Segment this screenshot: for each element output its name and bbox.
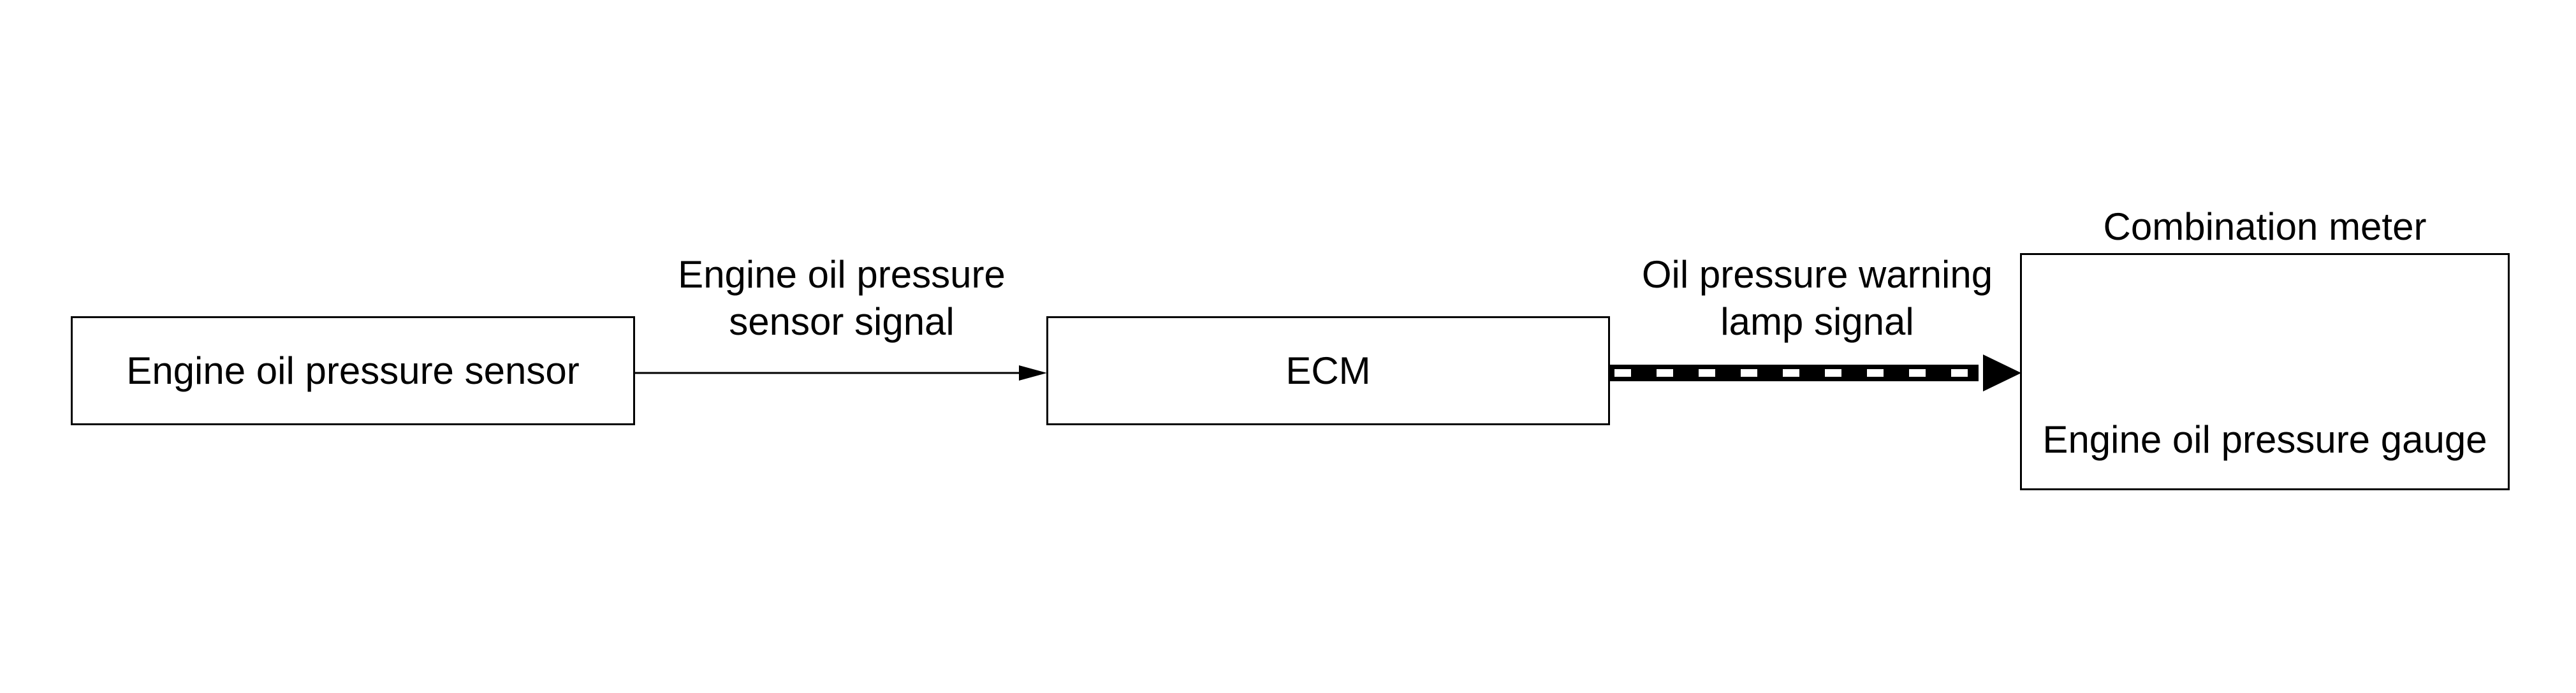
communication-line-dashes bbox=[1614, 369, 1968, 377]
combination-meter-title: Combination meter bbox=[2103, 205, 2427, 248]
warning-lamp-signal-label-line1: Oil pressure warning bbox=[1641, 253, 1993, 296]
communication-line-dash bbox=[1741, 369, 1757, 377]
sensor-signal-label-line2: sensor signal bbox=[729, 300, 955, 343]
sensor-signal-label: Engine oil pressure sensor signal bbox=[650, 251, 1033, 346]
warning-lamp-signal-label-line2: lamp signal bbox=[1720, 300, 1914, 343]
communication-line-dash bbox=[1783, 369, 1799, 377]
ecm-label: ECM bbox=[1285, 349, 1371, 392]
communication-line-dash bbox=[1909, 369, 1926, 377]
communication-line-dash bbox=[1951, 369, 1968, 377]
ecm-box: ECM bbox=[1046, 316, 1610, 425]
communication-line-dash bbox=[1614, 369, 1631, 377]
communication-line-dash bbox=[1867, 369, 1884, 377]
warning-lamp-signal-arrow bbox=[1609, 354, 2021, 391]
communication-line-dash bbox=[1699, 369, 1715, 377]
communication-line-dash bbox=[1825, 369, 1841, 377]
warning-lamp-signal-label: Oil pressure warning lamp signal bbox=[1613, 251, 2021, 346]
combination-meter-box bbox=[2020, 253, 2510, 490]
sensor-label: Engine oil pressure sensor bbox=[126, 349, 580, 392]
sensor-signal-label-line1: Engine oil pressure bbox=[678, 253, 1006, 296]
sensor-signal-arrow bbox=[633, 365, 1047, 381]
communication-line-dash bbox=[1657, 369, 1673, 377]
engine-oil-pressure-gauge-label: Engine oil pressure gauge bbox=[2042, 418, 2487, 461]
engine-oil-pressure-sensor-box: Engine oil pressure sensor bbox=[71, 316, 635, 425]
